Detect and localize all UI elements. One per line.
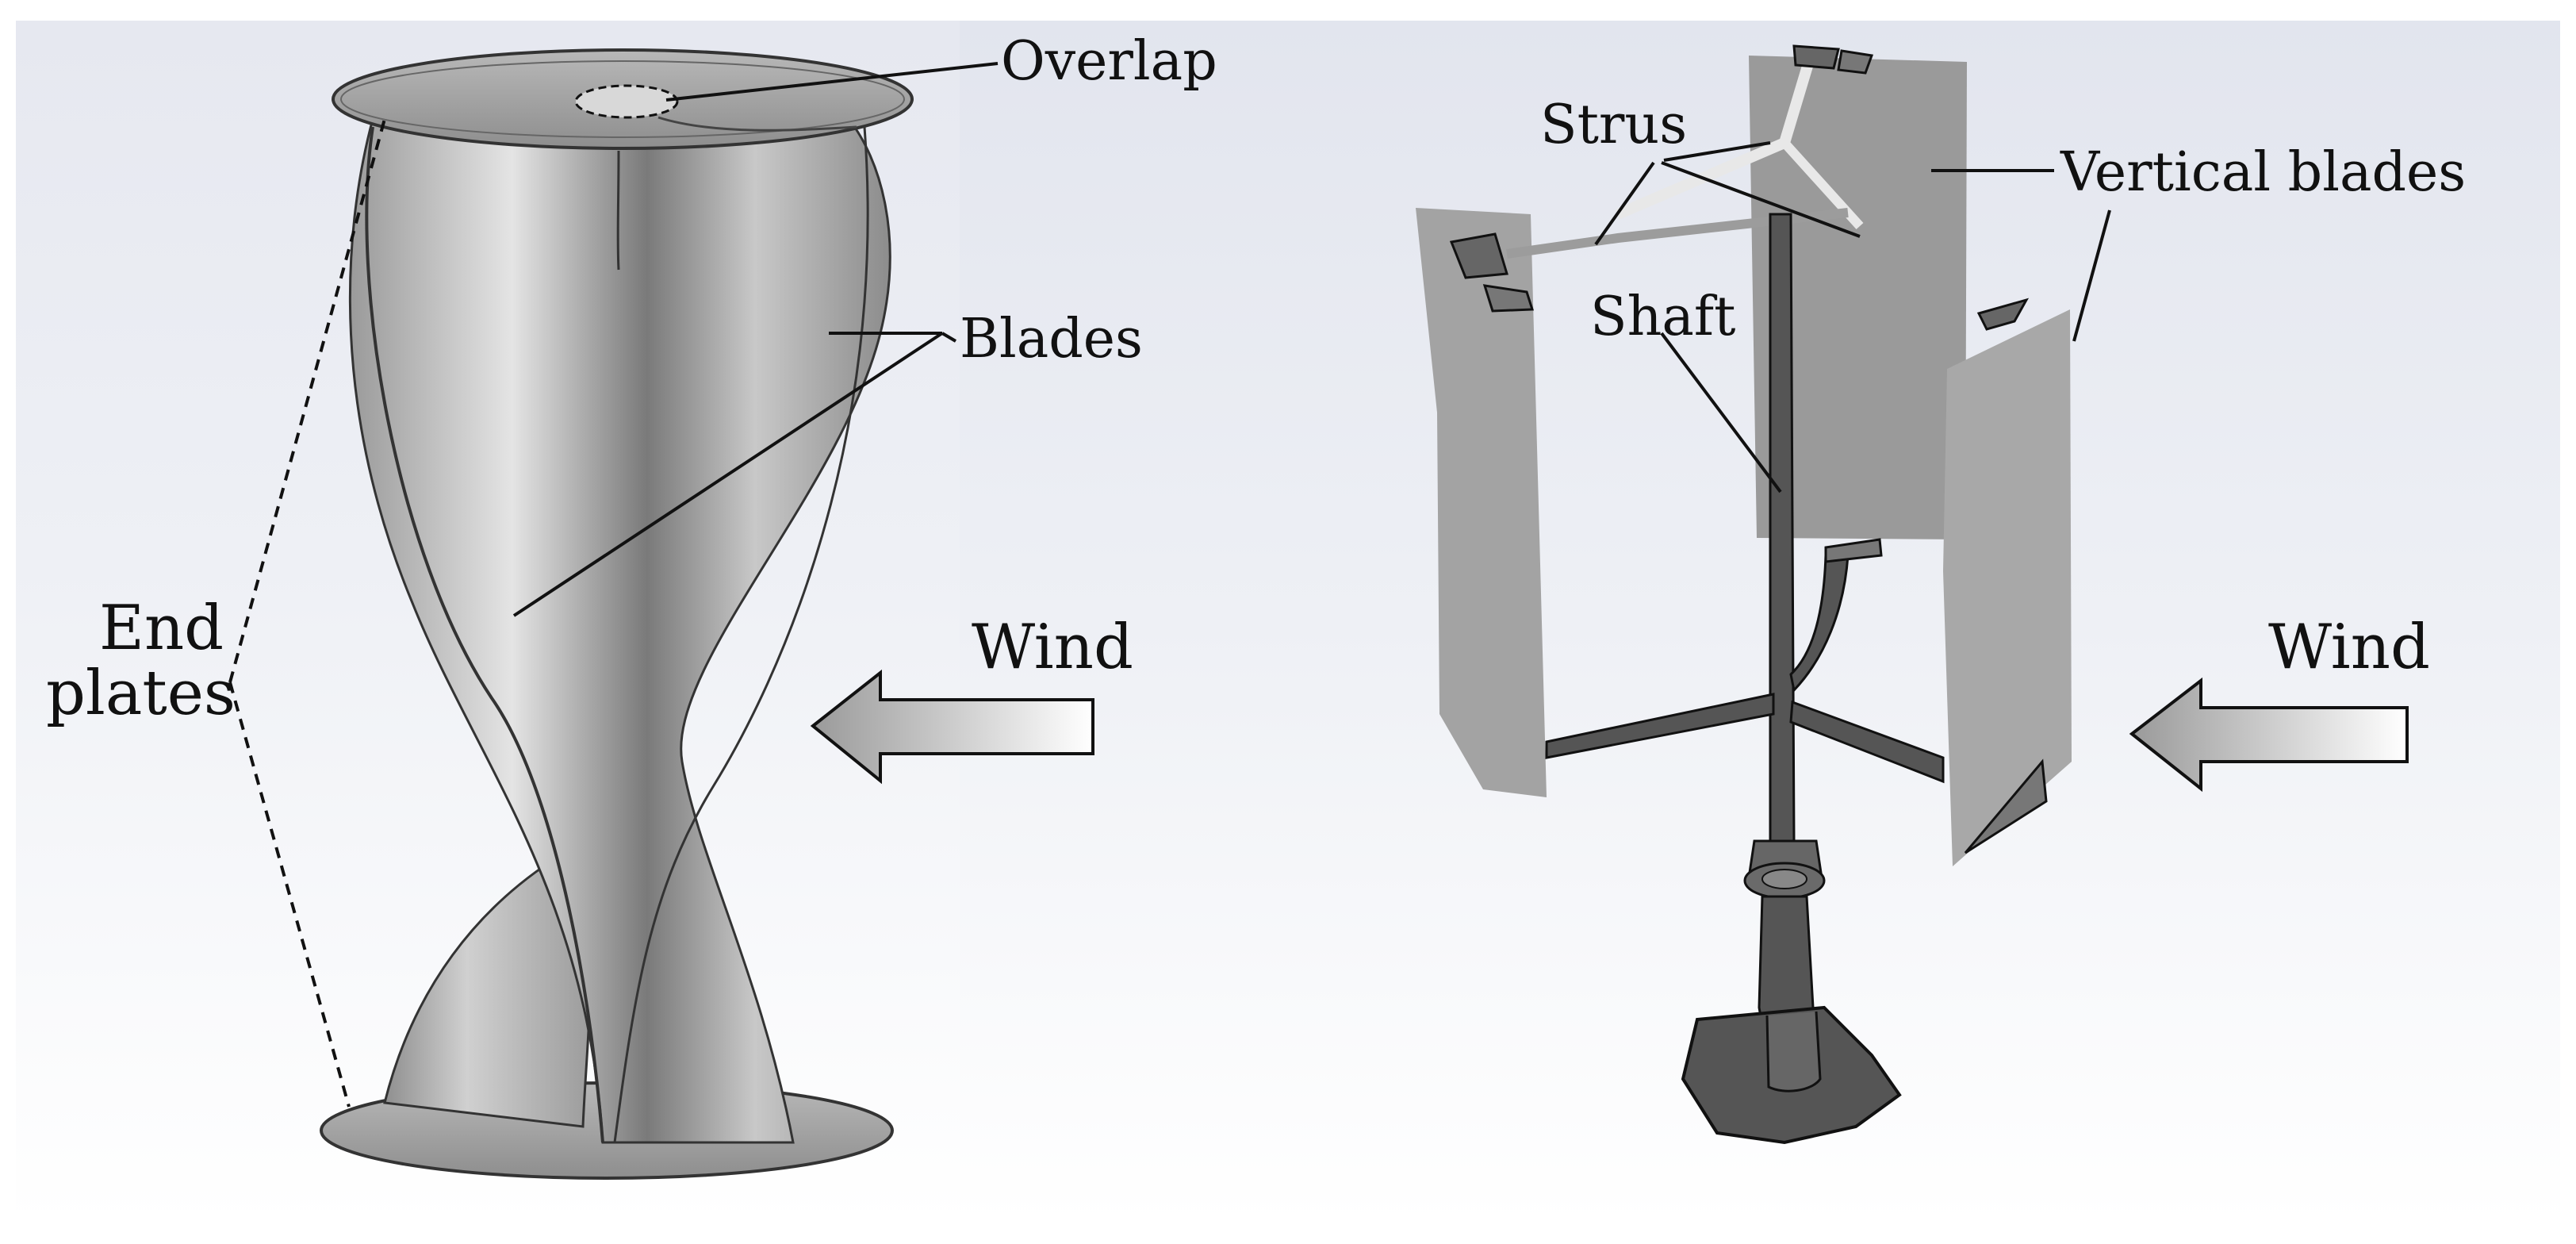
right-wind-label: Wind xyxy=(2268,612,2430,683)
shaft-label: Shaft xyxy=(1590,286,1735,348)
center-seam xyxy=(618,151,619,270)
struts-label: Strus xyxy=(1540,94,1687,156)
left-wind-label: Wind xyxy=(972,612,1133,683)
shaft xyxy=(1770,214,1794,841)
overlap-label: Overlap xyxy=(1001,30,1217,93)
end-plates-label-line1: End xyxy=(99,593,224,664)
vertical-blades-label: Vertical blades xyxy=(2060,141,2466,204)
overlap-region xyxy=(576,86,677,117)
end-plates-label-line2: plates xyxy=(46,658,236,729)
blades-label: Blades xyxy=(960,308,1143,371)
